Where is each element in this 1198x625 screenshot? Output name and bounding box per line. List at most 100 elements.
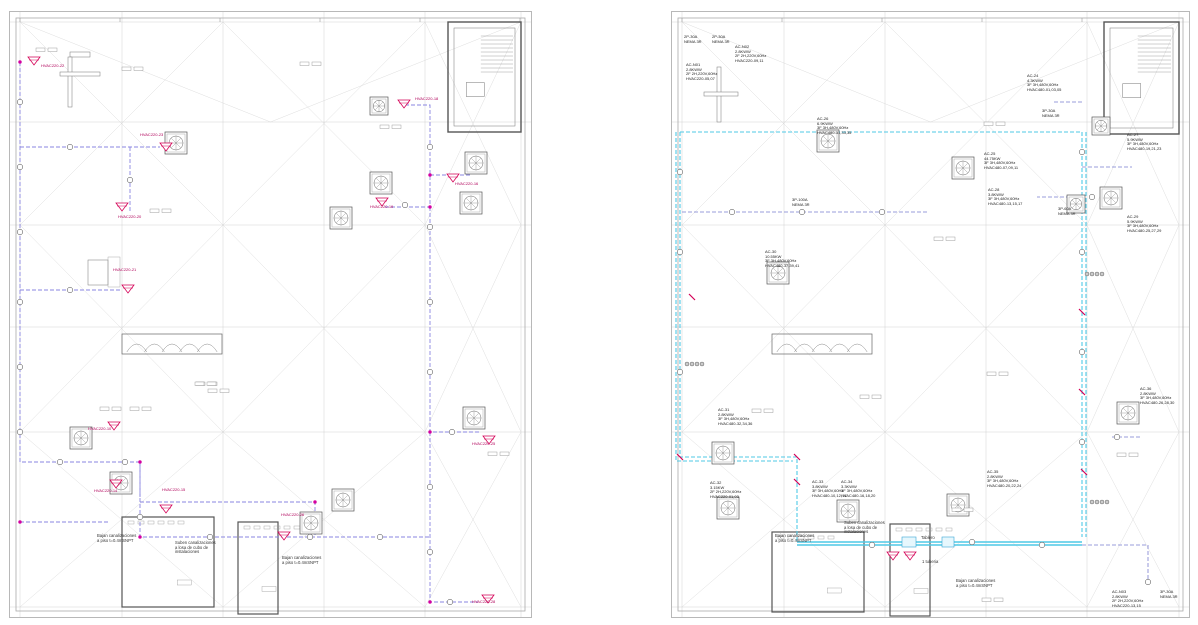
left-floor-plan: HVAC220-22 HVAC220-18 HVAC220-23 HVAC220…	[9, 11, 532, 618]
fan-blade	[1105, 197, 1112, 204]
equipment-tag-icon	[446, 173, 460, 183]
fan-blade	[962, 162, 969, 169]
room-fixture	[263, 525, 271, 530]
circuit-bubble	[426, 548, 434, 556]
ac-unit-inner	[948, 495, 968, 515]
fan-blade	[468, 412, 475, 419]
ac-label: AC-N02 2.8KWW 2F 2H,220V,60Hz HVAC220-09…	[735, 44, 767, 63]
equipment-tag-icon	[115, 202, 129, 212]
fan-blade	[378, 105, 384, 111]
condenser-fan-icon	[1104, 499, 1110, 505]
ac-label: AC-36 2.8KWW 3F 3H,480V,60Hz HVAC480-26,…	[1140, 386, 1175, 405]
roof-diagonal	[222, 21, 426, 226]
hvac-label: HVAC220-20	[118, 214, 142, 219]
fan-blade	[827, 140, 834, 147]
hvac-label: HVAC220-19	[370, 204, 394, 209]
condenser-fan-icon	[684, 361, 690, 367]
fan-blade	[952, 499, 959, 506]
ac-label: AC-N01 2.8KWW 2F 2H,220V,60Hz HVAC220-05…	[686, 62, 718, 81]
equipment-tag-icon	[886, 551, 900, 561]
fan-blade	[1096, 121, 1102, 127]
fan-blade	[847, 505, 854, 512]
room-fixture	[935, 527, 943, 532]
fan-blade	[335, 217, 342, 224]
condensing-unit	[87, 259, 109, 286]
fan-blade	[470, 202, 477, 209]
nameplate	[149, 208, 160, 213]
ac-unit-inner	[331, 208, 351, 228]
ac-unit-inner	[1068, 196, 1084, 212]
nameplate	[121, 66, 132, 71]
circuit-bubble	[728, 208, 736, 216]
hvac-label: HVAC220-15	[162, 487, 186, 492]
roof-diagonal	[19, 21, 224, 226]
junction-dot	[428, 205, 432, 209]
roof-diagonal	[424, 224, 522, 433]
routing-note: Suben canalizaciones a losa de cubo de i…	[175, 540, 216, 554]
right-floor-plan: AC-N01 2.8KWW 2F 2H,220V,60Hz HVAC220-05…	[671, 11, 1190, 618]
ac-label: AC-31 2.8KWW 3F 3H,480V,60Hz HVAC480-32,…	[718, 407, 753, 426]
room-fixture	[157, 520, 165, 525]
nameplate	[995, 121, 1006, 126]
nameplate	[161, 208, 172, 213]
skylight-arch	[794, 343, 815, 353]
roof-diagonal	[681, 21, 886, 226]
routing-note: Suben canalizaciones a losa de cubo de i…	[844, 520, 885, 534]
nameplate	[933, 236, 944, 241]
fan-blade	[1075, 203, 1081, 209]
circuit-bubble	[16, 228, 24, 236]
room-fixture	[293, 525, 301, 530]
routing-note: Bajan canalizaciones a piso t=0.4mSNPT	[97, 533, 137, 543]
circuit-bubble	[426, 223, 434, 231]
fan-blade	[717, 452, 724, 459]
hvac-label: HVAC220-18	[415, 96, 439, 101]
seal-mark	[793, 453, 801, 461]
nameplate	[141, 406, 152, 411]
conduit-note: 1 tuberia	[922, 559, 939, 564]
fan-blade	[1105, 192, 1112, 199]
ac-unit-inner	[71, 428, 91, 448]
nameplate	[35, 47, 46, 52]
ac-unit-inner	[1118, 403, 1138, 423]
elevator-box	[466, 82, 485, 97]
nameplate	[47, 47, 58, 52]
ac-unit-inner	[464, 408, 484, 428]
skylight-arch	[846, 343, 868, 353]
room-fixture	[261, 586, 277, 592]
room-fixture	[797, 535, 805, 540]
right-plan-drawing	[672, 12, 1189, 617]
panel-board	[901, 536, 917, 548]
ac-unit-inner	[371, 173, 391, 193]
ac-label: AC-N03 2.8KWW 2F 2H,220V,60Hz HVAC220-13…	[1112, 589, 1144, 608]
roof-diagonal	[884, 224, 1088, 433]
condenser-fan-icon	[1094, 271, 1100, 277]
condenser-fan-icon	[1094, 499, 1100, 505]
equipment-tag-icon	[277, 531, 291, 541]
fan-blade	[1071, 203, 1077, 209]
room-fixture	[827, 535, 835, 540]
nameplate	[111, 406, 122, 411]
panel-board	[941, 536, 955, 548]
condenser-fan-icon	[699, 361, 705, 367]
skylight-arch	[161, 343, 183, 353]
circuit-run	[385, 104, 431, 208]
circuit-bubble	[426, 368, 434, 376]
circuit-run	[675, 132, 793, 462]
fan-blade	[120, 482, 127, 489]
circuit-bubble	[448, 428, 456, 436]
circuit-bubble	[306, 533, 314, 541]
circuit-bubble	[16, 98, 24, 106]
hvac-label: HVAC220-26	[281, 512, 305, 517]
nameplate	[207, 388, 218, 393]
nameplate	[391, 124, 402, 129]
routing-note: Bajan canalizaciones a piso t=0.4mSNPT	[956, 578, 996, 588]
circuit-run	[429, 207, 480, 433]
fan-blade	[717, 447, 724, 454]
condenser-fan-icon	[1099, 499, 1105, 505]
fan-blade	[1110, 197, 1117, 204]
room-fixture	[177, 520, 185, 525]
nameplate	[219, 388, 230, 393]
fan-blade	[340, 212, 347, 219]
circuit-bubble	[1088, 193, 1096, 201]
condenser-fan-icon	[1099, 271, 1105, 277]
